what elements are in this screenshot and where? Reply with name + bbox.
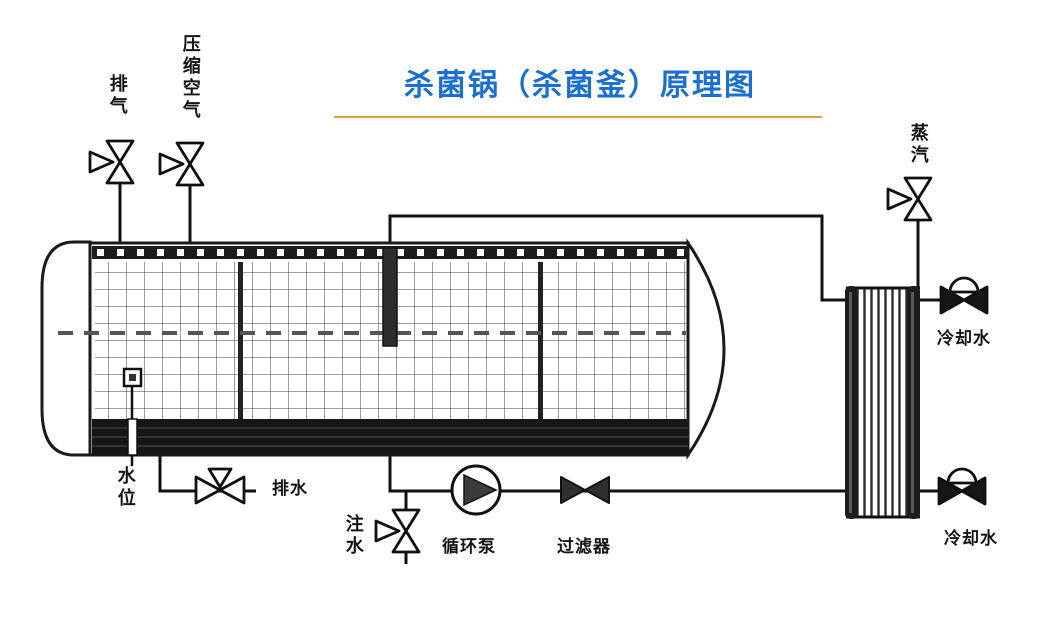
page-title: 杀菌锅（杀菌釜）原理图 (404, 69, 756, 102)
exchanger-tubes (858, 289, 908, 517)
label-circulation-pump: 循环泵 (442, 537, 496, 556)
label-exhaust: 排气 (107, 74, 128, 118)
bottom-circulation-pipe (388, 455, 846, 493)
probe-bar (382, 247, 398, 347)
top-circulation-pipe (388, 214, 846, 302)
water-inlet-valve (374, 508, 421, 554)
title-underline (334, 116, 822, 118)
label-cooling-water-top: 冷却水 (937, 329, 991, 348)
water-level-sensor (122, 367, 143, 466)
valve-dome (946, 467, 978, 485)
steam-valve (886, 176, 933, 222)
label-steam: 蒸汽 (908, 123, 929, 167)
label-water-level: 水位 (115, 466, 136, 510)
label-filter: 过滤器 (557, 537, 611, 556)
label-cooling-water-bottom: 冷却水 (944, 529, 998, 548)
retort-vessel (40, 238, 726, 466)
label-drain: 排水 (272, 479, 308, 498)
drain-valve (194, 467, 246, 505)
vessel-right-cap (686, 238, 726, 460)
basket-divider-1 (238, 262, 243, 419)
compressed-air-valve (158, 141, 205, 187)
label-water-inlet: 注水 (343, 514, 364, 558)
filter-symbol (560, 476, 610, 504)
heat-exchanger (845, 286, 920, 519)
exhaust-valve (88, 139, 135, 185)
valve-dome (948, 276, 980, 294)
vessel-left-cap (40, 240, 92, 457)
circulation-pump (450, 464, 502, 516)
label-compressed-air: 压缩空气 (180, 34, 201, 122)
pump-impeller (463, 473, 498, 507)
basket-divider-2 (538, 262, 543, 419)
cooling-water-valve-top (939, 276, 989, 315)
cooling-water-valve-bottom (937, 467, 987, 506)
